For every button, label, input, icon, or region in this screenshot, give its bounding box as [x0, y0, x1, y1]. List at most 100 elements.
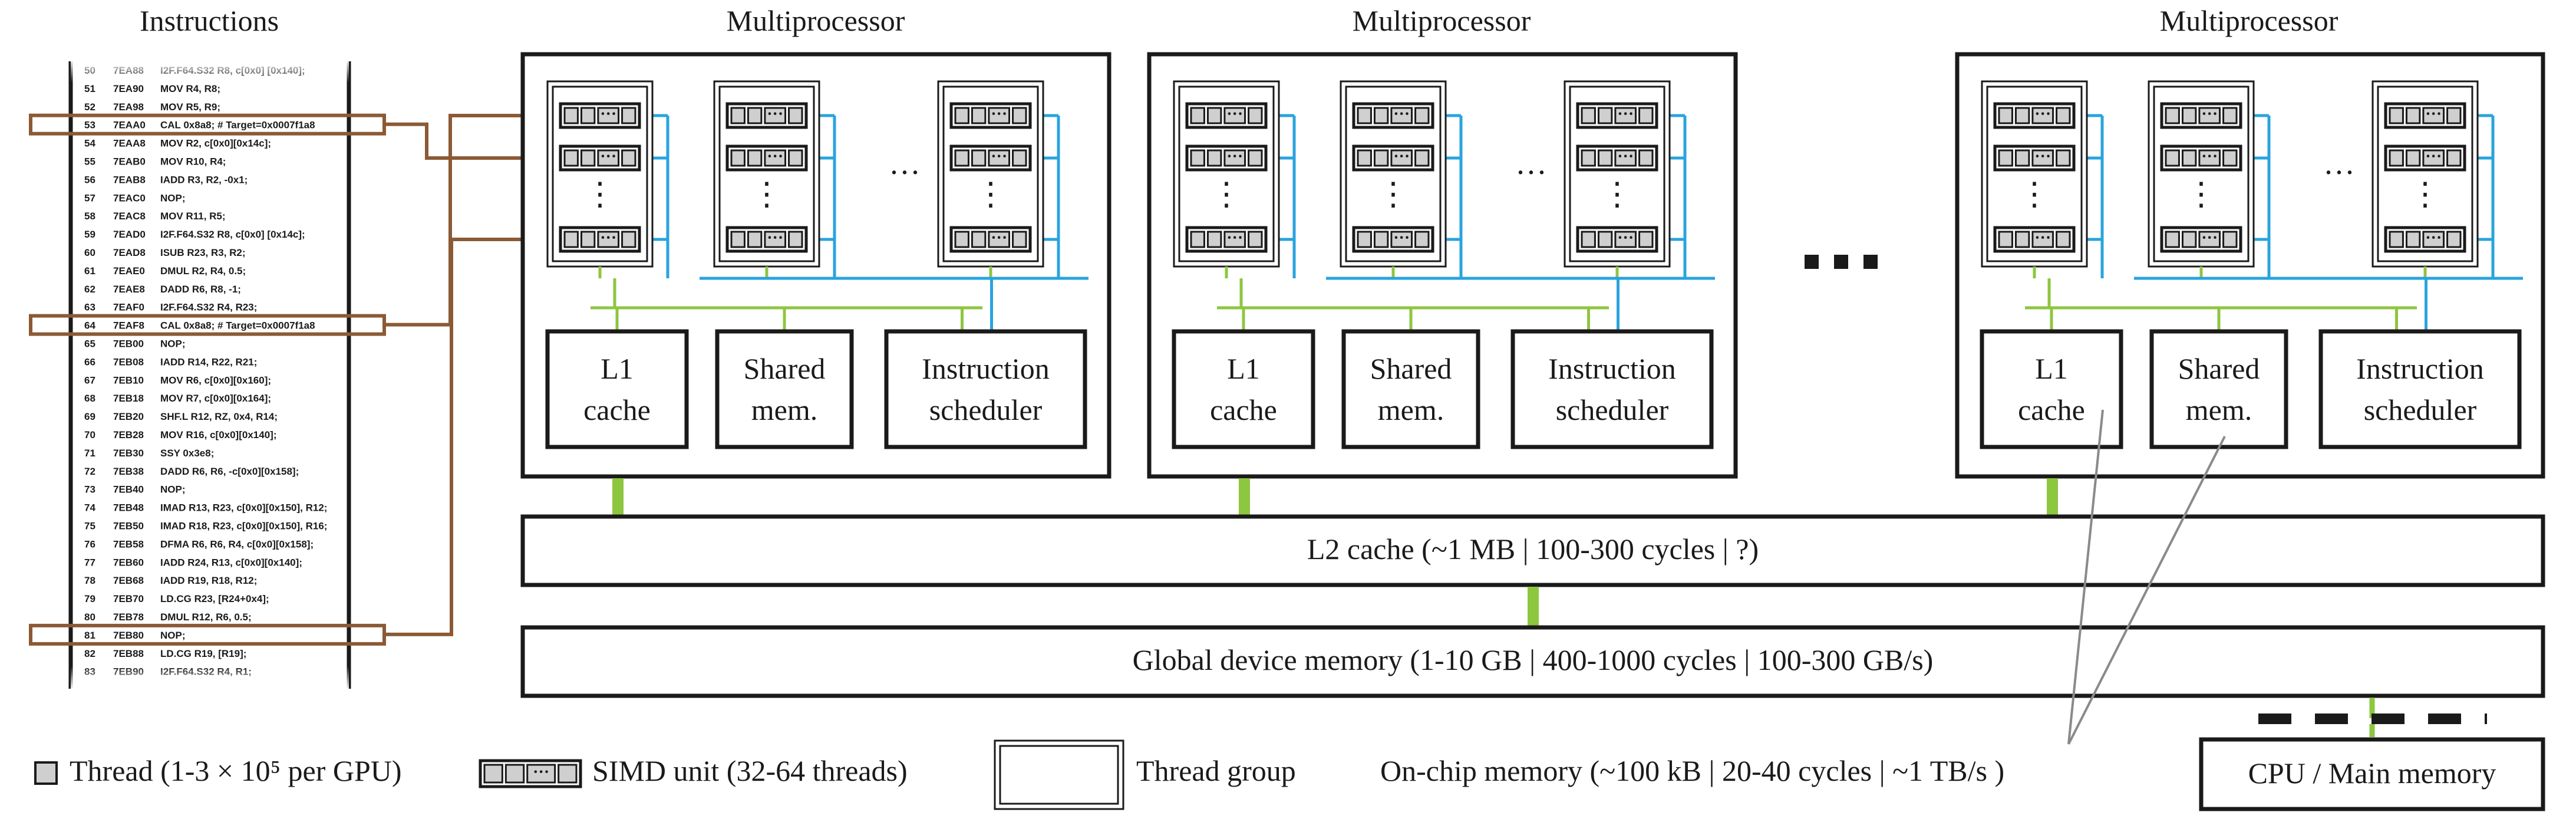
instruction-line-number: 57	[84, 192, 95, 203]
simd-unit: ···	[1993, 226, 2076, 253]
thread-group-vdots: ⋮	[1601, 176, 1633, 212]
thread-cell	[788, 107, 803, 124]
instruction-text: SHF.L R12, RZ, 0x4, R14;	[160, 411, 278, 422]
thread-cell	[563, 231, 579, 248]
simd-ellipsis-dots: ···	[1617, 229, 1634, 247]
cpu-main-memory-label: CPU / Main memory	[2248, 757, 2496, 790]
thread-group-vdots: ⋮	[2185, 176, 2217, 212]
instruction-address: 7EB88	[113, 648, 144, 659]
thread-group: ·········⋮	[1981, 80, 2088, 268]
thread-cell	[2181, 231, 2197, 248]
simd-ellipsis-cell	[1223, 231, 1246, 248]
thread-group-ellipsis: ···	[1515, 154, 1547, 190]
instruction-line-number: 64	[84, 320, 95, 331]
instruction-line-number: 71	[84, 448, 95, 459]
instruction-listing: 507EA88I2F.F64.S32 R8, c[0x0] [0x140];51…	[68, 59, 351, 690]
simd-unit: ···	[1993, 144, 2076, 172]
multiprocessor-2: ·········⋮·········⋮·········⋮···L1cache…	[1147, 52, 1738, 517]
instruction-line-number: 77	[84, 557, 95, 568]
thread-cell	[730, 231, 746, 248]
thread-cell	[2389, 231, 2404, 248]
instruction-line-number: 66	[84, 356, 95, 367]
simd-ellipsis-cell	[2422, 231, 2445, 248]
instruction-address: 7EB40	[113, 484, 144, 495]
thread-cell	[2014, 231, 2030, 248]
instruction-text: MOV R10, R4;	[160, 156, 226, 167]
thread-cell	[1373, 231, 1389, 248]
thread-cell	[747, 231, 763, 248]
thread-cell	[1597, 107, 1613, 124]
thread-cell	[580, 107, 596, 124]
simd-unit: ···	[725, 226, 808, 253]
instruction-line-number: 51	[84, 83, 95, 94]
instruction-line-number: 65	[84, 338, 95, 350]
thread-cell	[2165, 149, 2180, 167]
simd-ellipsis-cell	[2422, 107, 2445, 124]
instruction-line-number: 74	[84, 502, 95, 514]
shared-mem-label-line2: mem.	[2186, 393, 2252, 426]
thread-cell	[580, 231, 596, 248]
simd-ellipsis-cell	[764, 231, 787, 248]
simd-ellipsis-cell	[988, 149, 1011, 167]
thread-cell	[2405, 231, 2421, 248]
thread-group-vdots: ⋮	[751, 176, 783, 212]
instruction-line-number: 63	[84, 302, 95, 313]
instruction-line-number: 76	[84, 538, 95, 550]
instruction-text: IADD R14, R22, R21;	[160, 356, 257, 367]
instruction-text: CAL 0x8a8; # Target=0x0007f1a8	[160, 120, 315, 131]
thread-cell	[971, 231, 987, 248]
thread-cell	[1581, 149, 1596, 167]
instruction-text: IADD R24, R13, c[0x0][0x140];	[160, 557, 302, 568]
thread-cell	[1248, 107, 1263, 124]
instruction-address: 7EAB0	[113, 156, 146, 167]
multiprocessor-title-2: Multiprocessor	[1353, 4, 1531, 37]
thread-cell	[1373, 149, 1389, 167]
simd-ellipsis-dots: ···	[2034, 105, 2051, 123]
thread-cell	[730, 149, 746, 167]
instruction-text: MOV R16, c[0x0][0x140];	[160, 429, 276, 440]
simd-unit: ···	[2384, 226, 2466, 253]
simd-ellipsis-cell	[1614, 231, 1637, 248]
instruction-line-number: 62	[84, 284, 95, 295]
instruction-line-number: 58	[84, 211, 95, 222]
thread-cell	[954, 231, 969, 248]
instruction-line-number: 60	[84, 247, 95, 258]
instruction-line-number: 54	[84, 138, 95, 149]
simd-ellipsis-dots: ···	[2034, 147, 2051, 166]
simd-unit: ···	[1352, 102, 1434, 129]
thread-cell	[1998, 231, 2013, 248]
simd-ellipsis-dots: ···	[767, 147, 783, 166]
simd-ellipsis-dots: ···	[2425, 105, 2442, 123]
thread-cell	[1597, 231, 1613, 248]
l1-cache-box	[545, 329, 689, 449]
instruction-address: 7EB68	[113, 575, 144, 586]
mp-l2-connector	[1239, 478, 1250, 517]
simd-unit: ···	[949, 102, 1032, 129]
instruction-text: DMUL R2, R4, 0.5;	[160, 265, 246, 277]
thread-cell	[1581, 231, 1596, 248]
instruction-line-number: 61	[84, 265, 95, 277]
thread-cell	[1414, 149, 1430, 167]
thread-cell	[563, 149, 579, 167]
simd-ellipsis-dots: ···	[2034, 229, 2051, 247]
thread-group-ellipsis: ···	[889, 154, 921, 190]
l1-cache-label-line1: L1	[2035, 352, 2068, 385]
thread-cell	[2014, 107, 2030, 124]
simd-ellipsis-cell	[2031, 149, 2054, 167]
legend-thread-icon	[34, 761, 58, 785]
simd-ellipsis-dots: ···	[767, 229, 783, 247]
thread-cell	[2056, 149, 2071, 167]
thread-group-vdots: ⋮	[975, 176, 1007, 212]
